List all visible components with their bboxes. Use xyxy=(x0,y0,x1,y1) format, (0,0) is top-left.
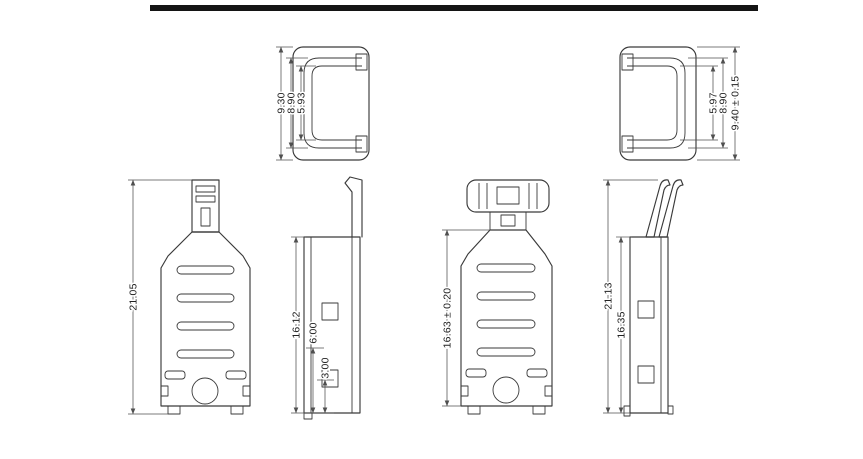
shield-tab xyxy=(621,135,634,153)
dim-label-front-left-height: 21.05 xyxy=(128,283,140,310)
shield-tab xyxy=(355,135,368,153)
dim-label-top-left-mid: 8.90 xyxy=(286,92,298,113)
mounting-hole xyxy=(191,377,219,405)
latch-window xyxy=(637,300,655,319)
vent-slot xyxy=(476,319,536,329)
shield-body xyxy=(160,231,251,407)
shield-body xyxy=(460,229,553,407)
foot-tab xyxy=(667,405,674,415)
dim-label-top-left-inner: 5.93 xyxy=(296,92,308,113)
vent-slot xyxy=(476,347,536,357)
vent-slot xyxy=(176,349,235,359)
dim-label-top-right-outer: 9.40 ± 0.15 xyxy=(730,76,742,131)
dim-label-side-left-mid: 6.00 xyxy=(308,322,320,343)
view-top-right: 5.97 8.90 9.40 ± 0.15 xyxy=(619,46,743,161)
dim-label-top-right-mid: 8.90 xyxy=(718,92,730,113)
dim-label-top-right-inner: 5.97 xyxy=(708,92,720,113)
vent-slot xyxy=(176,265,235,275)
sheet-border xyxy=(150,5,758,11)
vent-slot xyxy=(476,263,536,273)
shield-tab xyxy=(621,53,634,71)
dim-label-side-left-height: 16.12 xyxy=(291,311,303,338)
spring-finger xyxy=(658,179,684,238)
view-front-left: 21.05 xyxy=(126,179,251,415)
side-body xyxy=(629,236,669,414)
foot-tab xyxy=(303,412,313,420)
dim-label-side-left-lower: 3.00 xyxy=(320,357,332,378)
latch-window xyxy=(321,369,339,388)
foot-tab xyxy=(532,405,546,415)
view-top-left: 5.93 8.90 9.30 xyxy=(274,46,370,161)
vent-slot xyxy=(476,291,536,301)
mounting-hole xyxy=(492,376,520,404)
shield-tab xyxy=(355,53,368,71)
spring-finger xyxy=(645,179,671,238)
view-side-right: 21.13 16.35 xyxy=(601,179,684,417)
foot-tab xyxy=(623,405,631,417)
foot-tab xyxy=(230,405,244,415)
foot-tab xyxy=(467,405,481,415)
dim-label-side-right-body: 16.35 xyxy=(616,311,628,338)
vent-slot xyxy=(176,321,235,331)
dim-label-top-left-outer: 9.30 xyxy=(276,92,288,113)
foot-tab xyxy=(167,405,181,415)
latch-window xyxy=(321,302,339,321)
view-side-left: 16.12 6.00 3.00 xyxy=(289,176,363,420)
vent-slot xyxy=(176,293,235,303)
latch-block xyxy=(466,179,550,213)
latch-profile xyxy=(344,176,363,238)
dim-label-side-right-overall: 21.13 xyxy=(603,282,615,309)
latch-window xyxy=(637,365,655,384)
dim-label-front-center-height: 16.63 ± 0.20 xyxy=(442,288,454,349)
view-front-center: 16.63 ± 0.20 xyxy=(440,179,553,415)
